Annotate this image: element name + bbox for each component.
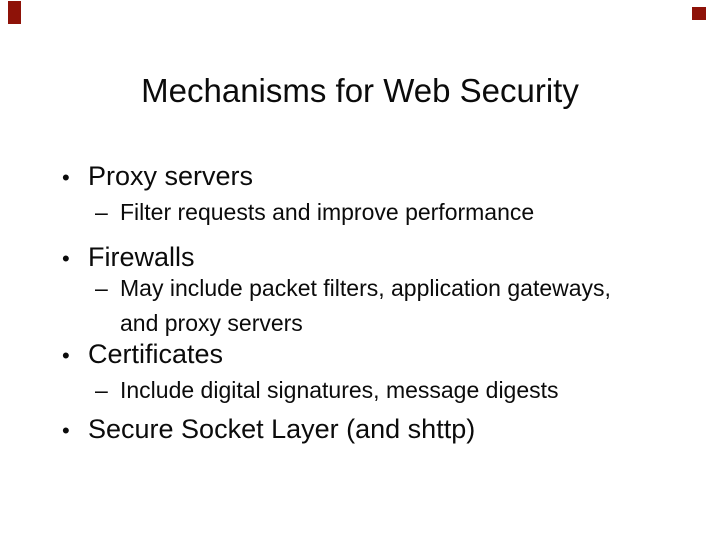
bullet-secure-socket-layer: • Secure Socket Layer (and shttp) <box>62 413 475 445</box>
subbullet-filter-requests: – Filter requests and improve performanc… <box>95 199 534 227</box>
scan-mark-top-right <box>692 7 706 20</box>
subbullet-label: Include digital signatures, message dige… <box>120 377 559 403</box>
bullet-dot-icon: • <box>62 165 70 190</box>
bullet-certificates: • Certificates <box>62 338 223 370</box>
bullet-label: Certificates <box>88 339 224 369</box>
dash-bullet-icon: – <box>95 377 108 403</box>
subbullet-digital-signatures: – Include digital signatures, message di… <box>95 377 559 405</box>
bullet-label: Secure Socket Layer (and shttp) <box>88 414 476 444</box>
bullet-dot-icon: • <box>62 418 70 443</box>
scan-mark-top-left <box>8 1 21 24</box>
subbullet-packet-filters: – May include packet filters, applicatio… <box>95 271 625 341</box>
bullet-firewalls: • Firewalls <box>62 241 195 273</box>
bullet-label: Proxy servers <box>88 161 254 191</box>
subbullet-label: Filter requests and improve performance <box>120 199 535 225</box>
bullet-dot-icon: • <box>62 246 70 271</box>
subbullet-label: May include packet filters, application … <box>120 275 611 336</box>
bullet-dot-icon: • <box>62 343 70 368</box>
dash-bullet-icon: – <box>95 275 108 301</box>
dash-bullet-icon: – <box>95 199 108 225</box>
bullet-label: Firewalls <box>88 242 195 272</box>
bullet-proxy-servers: • Proxy servers <box>62 160 253 192</box>
slide-title: Mechanisms for Web Security <box>141 72 579 109</box>
